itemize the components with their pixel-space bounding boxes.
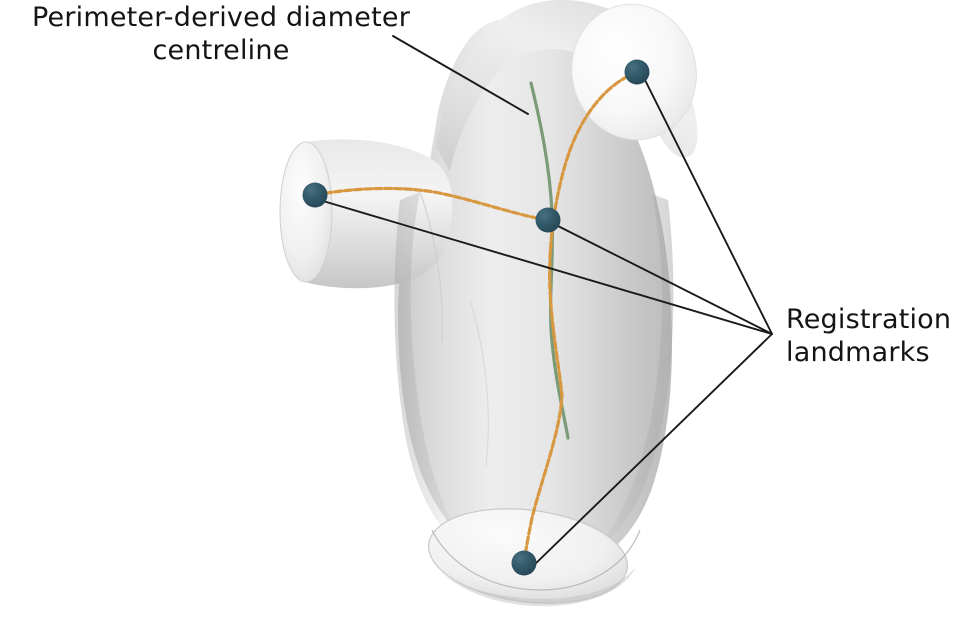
leader-line-centreline xyxy=(392,35,529,115)
landmark-sphere-left[interactable] xyxy=(302,182,328,208)
vessel-surface-group xyxy=(279,0,698,607)
vessel-crease-mid xyxy=(469,299,489,467)
centreline-annotation-label: Perimeter-derived diameter centreline xyxy=(31,2,411,66)
orange-centreline-left-branch xyxy=(313,186,549,222)
vessel-crease-upper xyxy=(419,191,443,343)
leader-line-landmark-top xyxy=(644,79,773,335)
leader-line-landmark-left xyxy=(322,200,773,335)
centrelines-group xyxy=(313,70,639,565)
leader-lines-group xyxy=(322,35,773,569)
vessel-bottom-outlet-shadow xyxy=(438,566,636,607)
leader-line-landmark-centre xyxy=(555,224,773,335)
leader-line-landmark-bottom xyxy=(530,333,773,569)
vessel-left-branch-surface xyxy=(304,139,453,289)
vessel-left-shadow xyxy=(394,192,470,552)
landmark-sphere-top[interactable] xyxy=(624,59,650,85)
vessel-right-shadow xyxy=(592,194,674,556)
registration-landmarks-group xyxy=(302,59,650,576)
vessel-left-outlet-cap xyxy=(279,141,333,283)
vessel-body-surface xyxy=(398,20,672,573)
registration-landmarks-annotation-label: Registration landmarks xyxy=(786,304,952,368)
landmark-sphere-centre[interactable] xyxy=(535,207,561,233)
green-perimeter-centreline xyxy=(529,81,570,440)
landmark-sphere-bottom[interactable] xyxy=(511,550,537,576)
orange-centreline-main xyxy=(522,70,639,565)
vessel-bottom-lip xyxy=(431,529,641,591)
